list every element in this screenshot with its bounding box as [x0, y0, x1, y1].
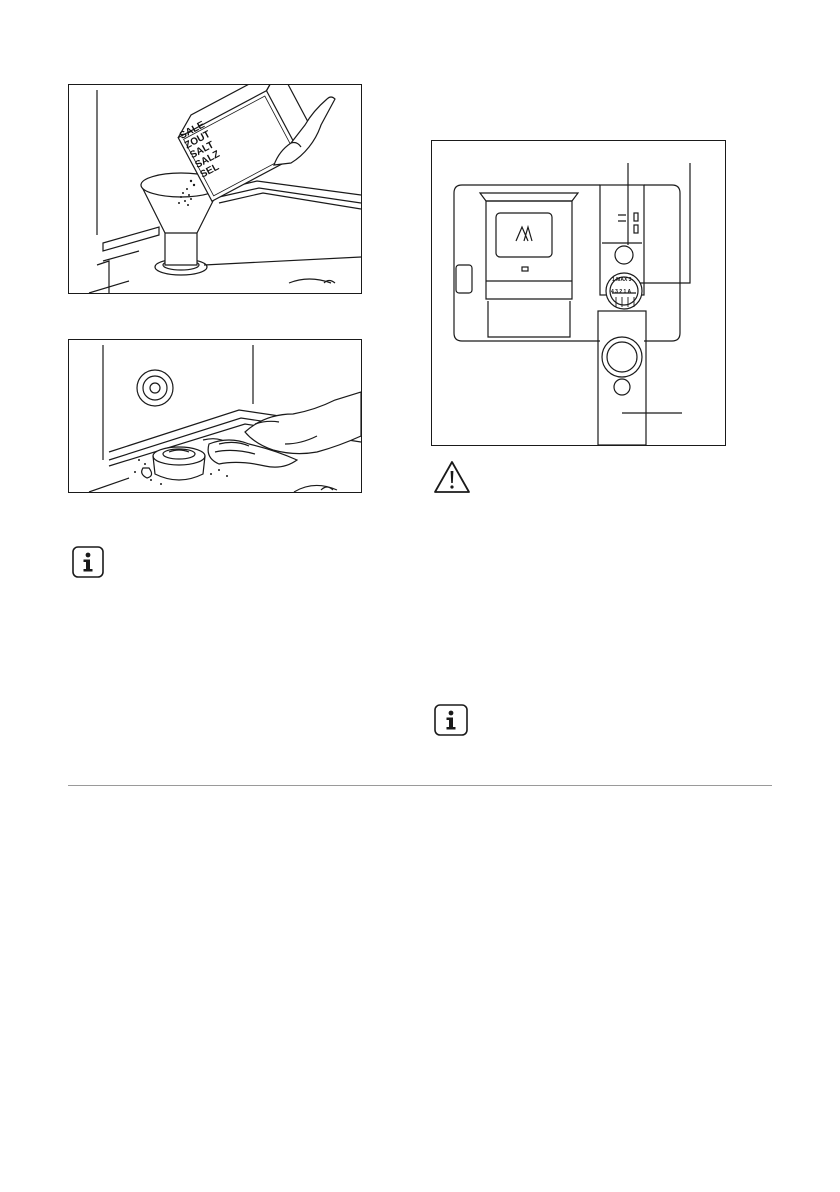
- warning-icon: [433, 460, 471, 494]
- salt-refill-illustration: SALE ZOUT SALT SALZ SEL: [68, 84, 362, 294]
- info-icon: [434, 704, 468, 736]
- dial-top-label: 1 MAX 3: [612, 277, 631, 283]
- section-divider: [68, 785, 772, 786]
- dial-bottom-label: 4 3 2 1 A: [611, 289, 631, 295]
- wipe-salt-illustration: [68, 339, 362, 493]
- detergent-dispenser-illustration: 1 MAX 3 4 3 2 1 A: [431, 140, 726, 446]
- info-icon: [72, 546, 104, 578]
